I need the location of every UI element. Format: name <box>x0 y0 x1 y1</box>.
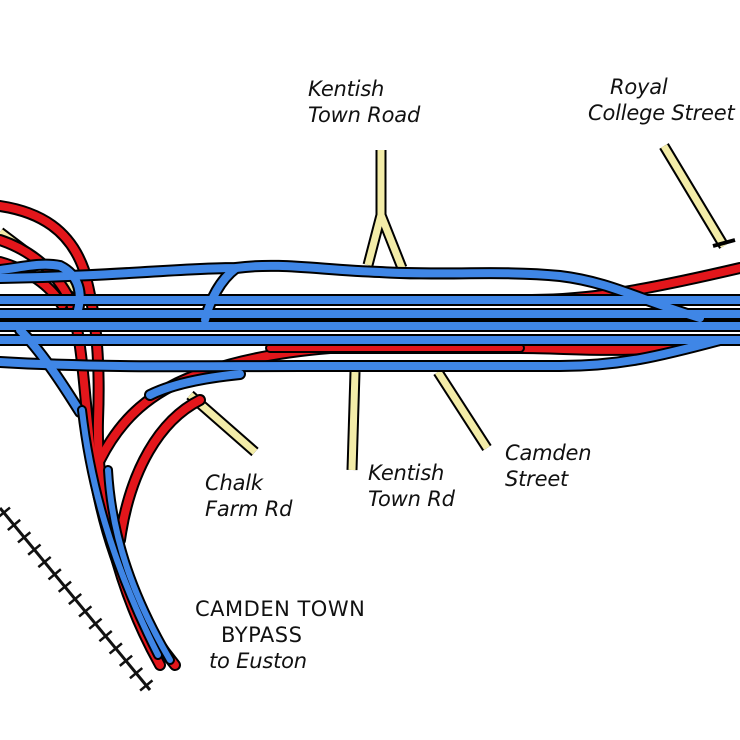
railway-tie <box>37 555 52 569</box>
railway-tie <box>0 506 11 518</box>
southern-red-slip <box>96 336 724 464</box>
railway-tie <box>88 617 103 630</box>
royal-college-street-road <box>659 143 736 249</box>
railway-tie <box>27 543 42 556</box>
railway-tie <box>17 531 32 544</box>
label-kentish-town-rd-south: Kentish Town Rd <box>368 461 455 511</box>
railway-tie <box>7 518 21 532</box>
railway-tie <box>108 642 123 655</box>
railway-tie <box>47 568 62 581</box>
railway-tie <box>68 593 83 606</box>
railway-tie <box>57 580 72 593</box>
label-camden-street: Camden Street <box>505 441 592 491</box>
railway-tie <box>98 630 113 643</box>
kentish-town-rd-south <box>346 371 361 471</box>
motorway-blue <box>0 258 740 665</box>
railway-tie <box>129 667 144 680</box>
railway-tie <box>139 679 154 692</box>
railway-tie <box>118 654 133 667</box>
label-camden-town-bypass: CAMDEN TOWN BYPASS to Euston <box>195 597 366 673</box>
railway-tie <box>78 605 93 618</box>
label-kentish-town-road-north: Kentish Town Road <box>308 77 421 127</box>
label-chalk-farm-rd: Chalk Farm Rd <box>205 471 293 521</box>
camden-street-road <box>433 369 492 451</box>
bypass-blue-lane-a <box>79 407 161 658</box>
label-royal-college-street: Royal College Street <box>588 75 735 125</box>
kentish-town-road-north <box>362 150 408 271</box>
bypass-blue-lane-b <box>105 467 173 663</box>
railway-line <box>0 506 154 692</box>
